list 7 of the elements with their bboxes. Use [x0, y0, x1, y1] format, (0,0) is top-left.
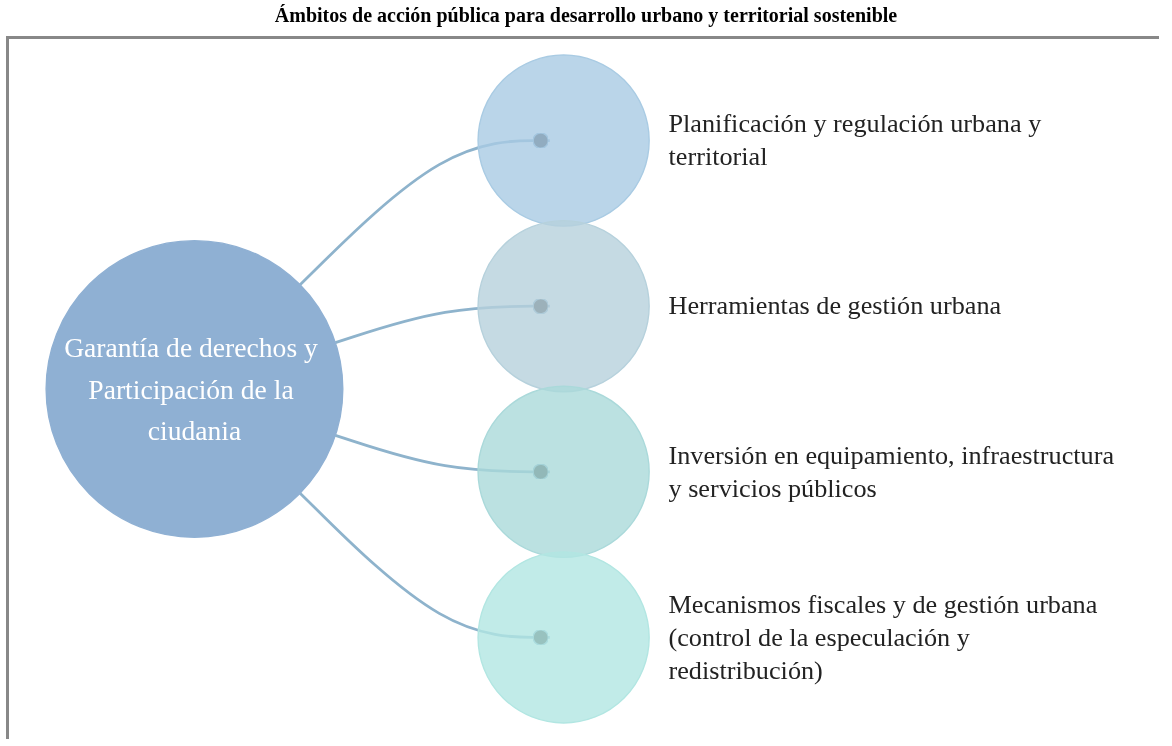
node-caption: Planificación y regulación urbana y territorial	[668, 108, 1043, 173]
node-caption: Herramientas de gestión urbana	[668, 290, 1003, 323]
node-circle: Garantía de derechos y Participación de la ciudania	[45, 239, 344, 539]
diagram-title: Ámbitos de acción pública para desarrollo urbano y territorial sostenible	[273, 4, 899, 27]
node-caption: Inversión en equipamiento, infraestructura y servicios públicos	[668, 439, 1116, 505]
node-circle	[477, 551, 650, 724]
node-caption: Mecanismos fiscales y de gestión urbana (control de la especulación y redistribución)	[668, 588, 1099, 687]
